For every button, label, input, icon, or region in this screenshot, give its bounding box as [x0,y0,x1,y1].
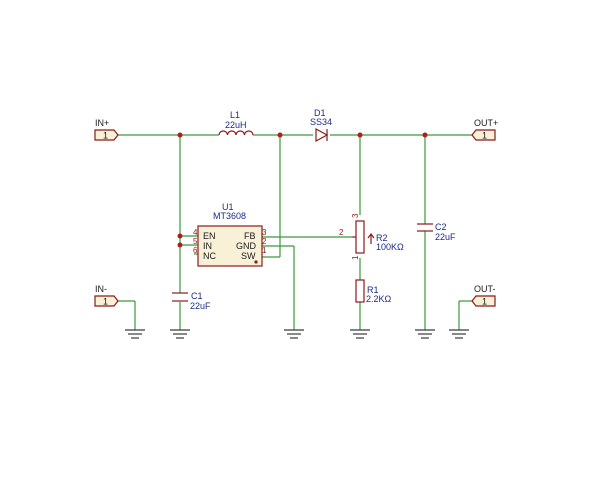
ic-ref: U1 [222,202,234,212]
ground-icon [415,329,435,339]
connector-out-minus-pin: 1 [482,297,487,307]
pot-pin-top: 3 [351,213,360,218]
pot-ref: R2 [376,233,388,243]
resistor-ref: R1 [367,285,379,295]
connector-in-minus-pin: 1 [103,297,108,307]
diode-d1: D1 SS34 [310,108,332,143]
ic-pin-3-num: 3 [262,228,267,237]
diode-ref: D1 [314,108,326,118]
capacitor-c2: C2 22uF [417,222,456,242]
connector-out-minus-name: OUT- [474,284,496,294]
ic-pin-sw: SW [241,251,256,261]
ic-pin-5-num: 5 [193,237,198,246]
ic-pin-2-num: 2 [262,237,267,246]
ic-pin-in: IN [203,241,212,251]
connector-out-minus: OUT- 1 [471,284,496,307]
connector-out-plus-name: OUT+ [474,118,498,128]
ic-value: MT3608 [213,211,246,221]
pot-pin-bottom: 1 [351,255,360,260]
ic-pin-6-num: 6 [193,246,198,255]
ic-pin-nc: NC [203,251,216,261]
connector-in-plus-pin: 1 [103,131,108,141]
capacitor-c1: C1 22uF [172,291,211,311]
pot-value: 100KΩ [376,242,404,252]
inductor-ref: L1 [230,110,240,120]
inductor-value: 22uH [225,120,247,130]
wires [117,134,472,330]
ic-pin-1-num: 1 [262,246,267,255]
connector-in-plus: IN+ 1 [94,118,119,141]
ic-pin-4-num: 4 [193,228,198,237]
ic-u1: U1 MT3608 4 5 6 EN IN NC 3 2 1 FB GND SW [193,202,267,267]
ic-pin-fb: FB [244,231,256,241]
junctions [177,132,428,248]
ground-icon [284,329,304,339]
connector-out-plus-pin: 1 [482,131,487,141]
cap-in-ref: C1 [191,291,203,301]
ic-pin-en: EN [203,231,216,241]
connector-out-plus: OUT+ 1 [471,118,498,141]
connector-in-minus: IN- 1 [94,284,119,307]
connector-in-minus-name: IN- [95,284,107,294]
resistor-r1: R1 2.2KΩ [355,279,392,304]
connector-in-plus-name: IN+ [95,118,109,128]
diode-value: SS34 [310,117,332,127]
resistor-value: 2.2KΩ [366,294,392,304]
pot-pin-wiper: 2 [339,228,344,237]
cap-out-ref: C2 [435,222,447,232]
cap-in-value: 22uF [190,301,211,311]
ground-icon [125,329,145,339]
ground-icon [449,329,469,339]
cap-out-value: 22uF [435,232,456,242]
potentiometer-r2: 3 1 2 R2 100KΩ [339,213,404,260]
ground-symbols [125,329,469,339]
ic-pin-gnd: GND [236,241,257,251]
ground-icon [170,329,190,339]
inductor-l1: L1 22uH [218,110,254,136]
ground-icon [350,329,370,339]
